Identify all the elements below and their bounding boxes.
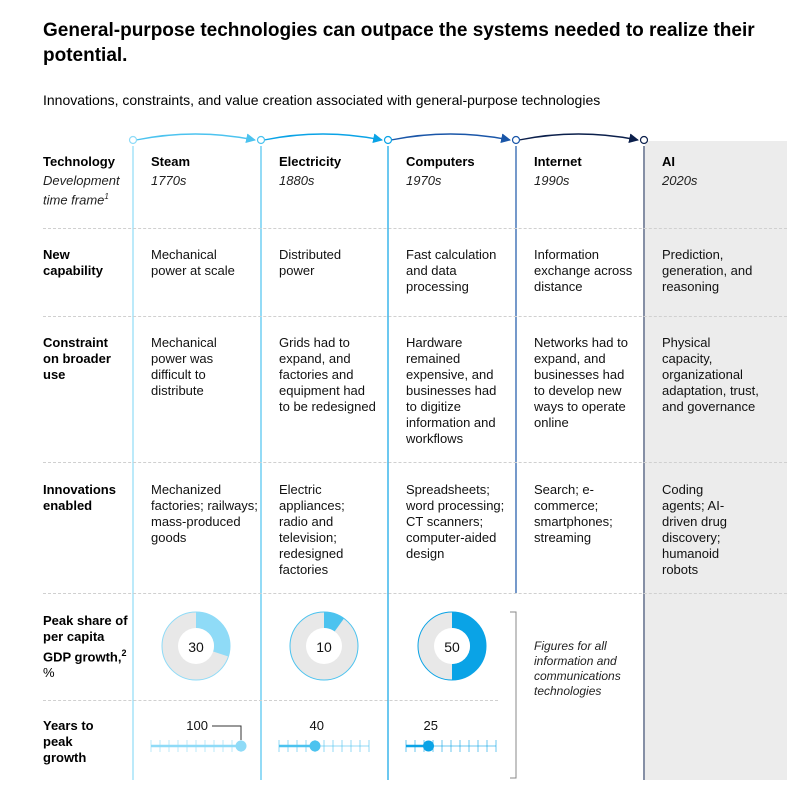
ict-bracket — [510, 611, 517, 779]
years-marker — [235, 740, 247, 752]
donut-value-label: 30 — [188, 639, 204, 655]
timeline-node — [256, 135, 266, 145]
years-marker — [309, 740, 321, 752]
donut-hole — [178, 628, 214, 664]
tech-innovations: Spreadsheets; word processing; CT scanne… — [406, 482, 505, 561]
timeline-arrow — [518, 133, 639, 144]
row-separator — [43, 462, 787, 463]
tech-capability: Information exchange across distance — [534, 247, 633, 294]
timeline-arrow — [135, 133, 256, 144]
tech-name: Steam — [151, 154, 191, 169]
timeline-node — [639, 135, 649, 145]
tech-constraint: Hardware remained expensive, and busines… — [406, 335, 497, 446]
tech-innovations: Coding agents; AI-driven drug discovery;… — [662, 482, 728, 577]
tech-capability: Mechanical power at scale — [151, 247, 235, 278]
donut-hole — [306, 628, 342, 664]
tech-innovations: Mechanized factories; railways; mass-pro… — [151, 482, 258, 545]
ict-note: Figures for all information and communic… — [534, 639, 621, 698]
tech-name: Electricity — [279, 154, 342, 169]
donut-value-label: 50 — [444, 639, 460, 655]
row-separator — [43, 593, 787, 594]
row-label-technology: Technology — [43, 154, 115, 169]
row-separator — [43, 700, 498, 701]
row-label-years: Years to peak growth — [43, 718, 94, 765]
row-label-timeframe: Development time frame1 — [43, 173, 120, 208]
tech-era: 1880s — [279, 173, 315, 188]
years-value-label: 100 — [186, 718, 208, 733]
timeline-node — [511, 135, 521, 145]
donut-segment — [196, 612, 230, 657]
timeline-arrow — [390, 133, 511, 144]
years-value-label: 25 — [423, 718, 438, 733]
tech-era: 1770s — [151, 173, 187, 188]
tech-innovations: Electric appliances; radio and televisio… — [279, 482, 345, 577]
row-label-capability: New capability — [43, 247, 103, 278]
tech-capability: Prediction, generation, and reasoning — [662, 247, 753, 294]
row-separator — [43, 228, 787, 229]
tech-name: Computers — [406, 154, 475, 169]
years-leader — [212, 725, 242, 740]
tech-capability: Distributed power — [279, 247, 342, 278]
timeline-arrow — [263, 133, 383, 144]
donut-value-label: 10 — [316, 639, 332, 655]
tech-era: 1990s — [534, 173, 570, 188]
donut-segment — [324, 612, 344, 632]
chart-subtitle: Innovations, constraints, and value crea… — [43, 92, 601, 108]
tech-constraint: Mechanical power was difficult to distri… — [151, 335, 217, 398]
row-label-innovations: Innovations enabled — [43, 482, 116, 513]
ai-column-background — [645, 141, 787, 780]
tech-era: 1970s — [406, 173, 442, 188]
row-label-gdp-share: Peak share of per capita GDP growth,2 % — [43, 613, 128, 681]
donut-segment — [452, 612, 486, 680]
row-separator — [43, 316, 787, 317]
tech-constraint: Physical capacity, organizational adapta… — [662, 335, 759, 414]
row-label-constraint: Constraint on broader use — [43, 335, 111, 382]
timeline-node — [383, 135, 393, 145]
tech-constraint: Networks had to expand, and businesses h… — [534, 335, 628, 430]
tech-era: 2020s — [662, 173, 698, 188]
chart-title: General-purpose technologies can outpace… — [43, 20, 755, 66]
tech-name: AI — [662, 154, 675, 169]
tech-constraint: Grids had to expand, and factories and e… — [279, 335, 376, 414]
years-value-label: 40 — [309, 718, 324, 733]
tech-name: Internet — [534, 154, 582, 169]
years-marker — [423, 740, 434, 752]
timeline-node — [128, 135, 138, 145]
tech-innovations: Search; e-commerce; smartphones; streami… — [534, 482, 613, 545]
donut-hole — [434, 628, 470, 664]
tech-capability: Fast calculation and data processing — [406, 247, 497, 294]
